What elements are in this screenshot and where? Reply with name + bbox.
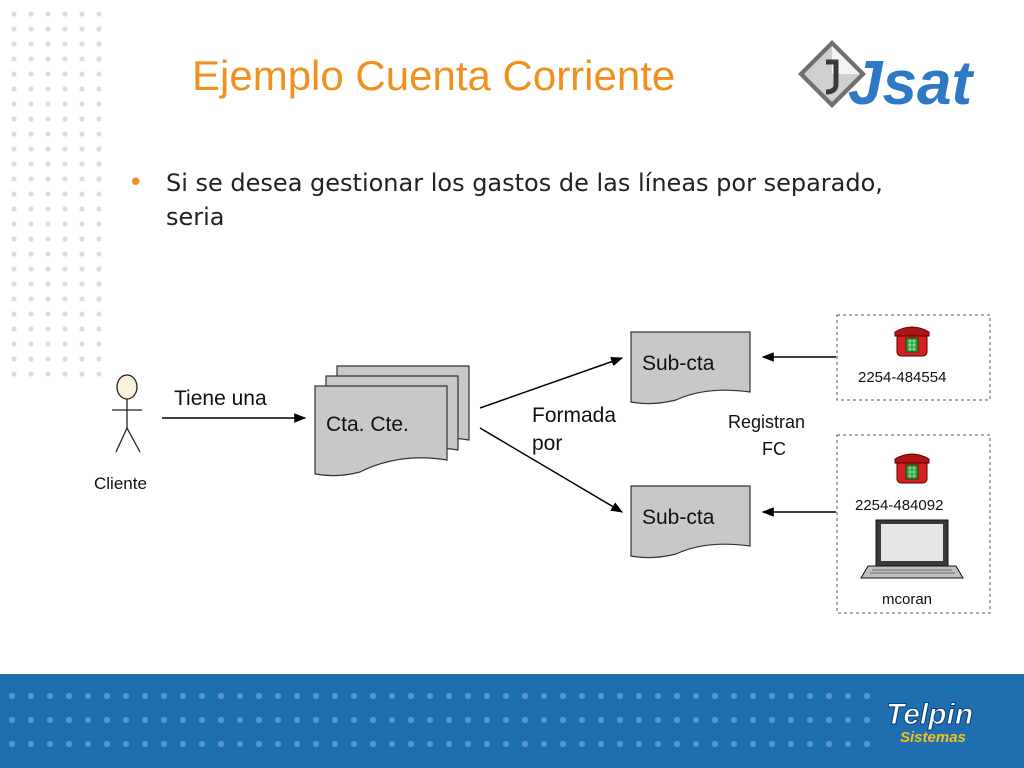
phone-icon bbox=[894, 453, 930, 484]
footer-bar: Telpin Sistemas bbox=[0, 674, 1024, 768]
line-bottom-number: 2254-484092 bbox=[855, 497, 943, 514]
slide-title: Ejemplo Cuenta Corriente bbox=[192, 52, 676, 99]
subaccount-top-document bbox=[630, 331, 751, 405]
bullet-dot-icon: • bbox=[128, 168, 144, 198]
formed-label-line2: por bbox=[532, 432, 562, 455]
telpin-logo: Telpin Sistemas bbox=[886, 698, 974, 747]
line-bottom-box bbox=[836, 434, 991, 614]
relation-label: Tiene una bbox=[174, 387, 267, 410]
account-label: Cta. Cte. bbox=[326, 413, 409, 436]
telpin-logo-text: Telpin bbox=[886, 698, 973, 731]
line-top-box bbox=[836, 314, 991, 401]
formada-arrow-top bbox=[479, 357, 624, 409]
diamond-icon bbox=[798, 40, 866, 108]
formed-label-line1: Formada bbox=[532, 404, 616, 427]
laptop-icon bbox=[860, 519, 964, 579]
register-label-line2: FC bbox=[762, 439, 786, 459]
subaccount-bottom-label: Sub-cta bbox=[642, 506, 715, 529]
register-label-line1: Registran bbox=[728, 412, 805, 432]
dot-grid-decoration bbox=[11, 11, 102, 377]
jsat-logo-text: Jsat bbox=[848, 49, 974, 116]
user-label: mcoran bbox=[882, 591, 932, 608]
actor-head bbox=[116, 374, 138, 400]
telpin-logo-subtext: Sistemas bbox=[900, 729, 966, 746]
line-top-number: 2254-484554 bbox=[858, 369, 946, 386]
account-diagram: Cliente Tiene una Cta. Cte. Formada por … bbox=[94, 314, 991, 614]
jsat-logo: Jsat bbox=[798, 40, 974, 116]
phone-icon bbox=[894, 326, 930, 357]
cliente-actor bbox=[112, 374, 142, 453]
subaccount-bottom-document bbox=[630, 485, 751, 559]
cuenta-corriente-document bbox=[314, 365, 470, 477]
formada-arrow-bottom bbox=[479, 427, 624, 513]
subaccount-top-label: Sub-cta bbox=[642, 352, 715, 375]
actor-label: Cliente bbox=[94, 474, 147, 493]
footer-dot-pattern bbox=[9, 693, 870, 747]
bullet-text: Si se desea gestionar los gastos de las … bbox=[166, 169, 883, 231]
